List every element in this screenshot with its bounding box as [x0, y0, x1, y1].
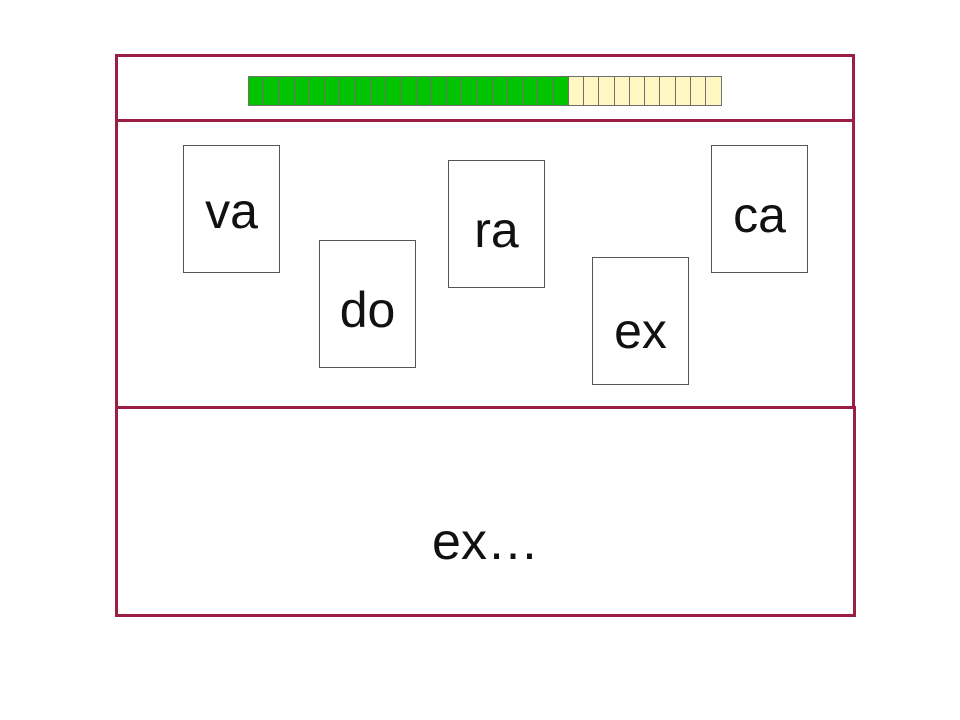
answer-panel: [115, 406, 856, 617]
syllable-card-ra[interactable]: ra: [448, 160, 545, 288]
progress-segment-filled: [386, 77, 402, 105]
progress-segment-empty: [584, 77, 600, 105]
syllable-card-label: va: [205, 183, 258, 239]
answer-word-text: ex…: [432, 513, 539, 571]
progress-segment-filled: [401, 77, 417, 105]
progress-segment-empty: [660, 77, 676, 105]
progress-segment-filled: [309, 77, 326, 105]
progress-segment-filled: [416, 77, 432, 105]
progress-segment-filled: [431, 77, 448, 105]
progress-segment-filled: [279, 77, 295, 105]
progress-segment-filled: [355, 77, 371, 105]
progress-segment-filled: [370, 77, 387, 105]
progress-segment-empty: [568, 77, 585, 105]
syllable-card-label: ca: [733, 187, 786, 243]
progress-segment-filled: [553, 77, 569, 105]
progress-segment-filled: [264, 77, 280, 105]
progress-segment-filled: [523, 77, 539, 105]
progress-segment-empty: [706, 77, 722, 105]
syllable-card-label: ex: [614, 303, 667, 359]
progress-segment-filled: [538, 77, 554, 105]
syllable-card-va[interactable]: va: [183, 145, 280, 273]
progress-segment-empty: [629, 77, 646, 105]
progress-segment-empty: [645, 77, 661, 105]
progress-segment-filled: [477, 77, 493, 105]
syllable-card-do[interactable]: do: [319, 240, 416, 368]
progress-segment-filled: [492, 77, 508, 105]
progress-segment-empty: [690, 77, 707, 105]
progress-segment-filled: [340, 77, 356, 105]
syllable-card-ca[interactable]: ca: [711, 145, 808, 273]
syllable-card-label: ra: [474, 202, 519, 258]
syllable-card-ex[interactable]: ex: [592, 257, 689, 385]
progress-segment-empty: [599, 77, 615, 105]
syllable-card-label: do: [339, 282, 396, 338]
progress-segment-filled: [507, 77, 524, 105]
progress-segment-filled: [447, 77, 463, 105]
progress-segment-filled: [294, 77, 310, 105]
progress-segment-filled: [249, 77, 265, 105]
progress-segment-empty: [675, 77, 691, 105]
progress-segment-empty: [614, 77, 630, 105]
progress-segment-filled: [462, 77, 478, 105]
progress-bar: [248, 76, 723, 106]
progress-segment-filled: [325, 77, 341, 105]
